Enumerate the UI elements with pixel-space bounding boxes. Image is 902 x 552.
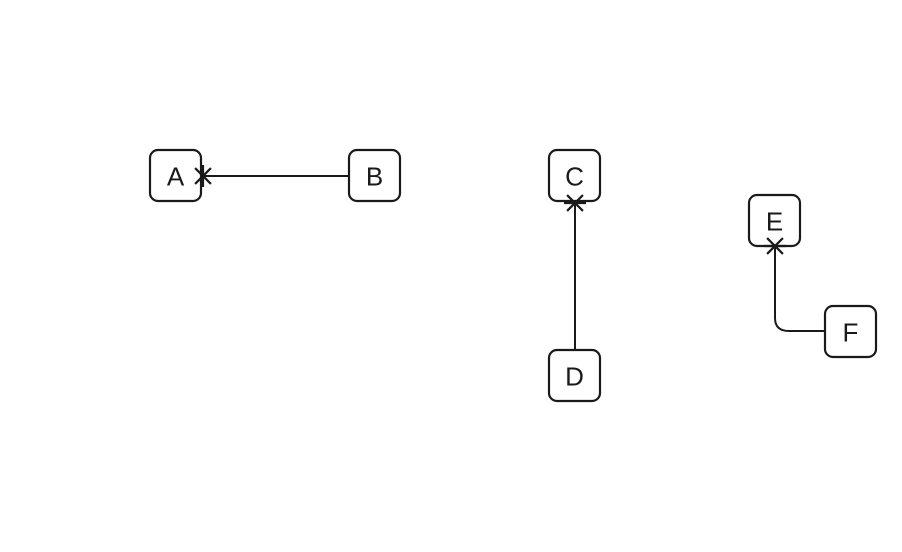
node-f-label: F: [843, 318, 859, 348]
edge-e-f[interactable]: [774, 246, 825, 332]
node-a[interactable]: A: [148, 148, 203, 203]
nodes-layer: A B C D E F: [148, 148, 878, 403]
edges-layer: [201, 175, 825, 350]
node-b-label: B: [366, 162, 383, 192]
node-f[interactable]: F: [823, 304, 878, 359]
marker-c-cross-icon[interactable]: [564, 194, 586, 212]
node-b[interactable]: B: [347, 148, 402, 203]
marker-e-cross-icon[interactable]: [764, 237, 786, 255]
node-d-box[interactable]: [547, 348, 602, 403]
node-e-label: E: [766, 207, 783, 237]
node-e[interactable]: E: [747, 193, 802, 248]
node-b-box[interactable]: [347, 148, 402, 203]
markers-layer: [194, 165, 786, 255]
node-d[interactable]: D: [547, 348, 602, 403]
marker-a-cross-icon[interactable]: [194, 165, 212, 187]
node-c-label: C: [565, 162, 584, 192]
node-f-box[interactable]: [823, 304, 878, 359]
node-d-label: D: [565, 362, 584, 392]
node-c[interactable]: C: [547, 148, 602, 203]
node-a-label: A: [167, 162, 185, 192]
